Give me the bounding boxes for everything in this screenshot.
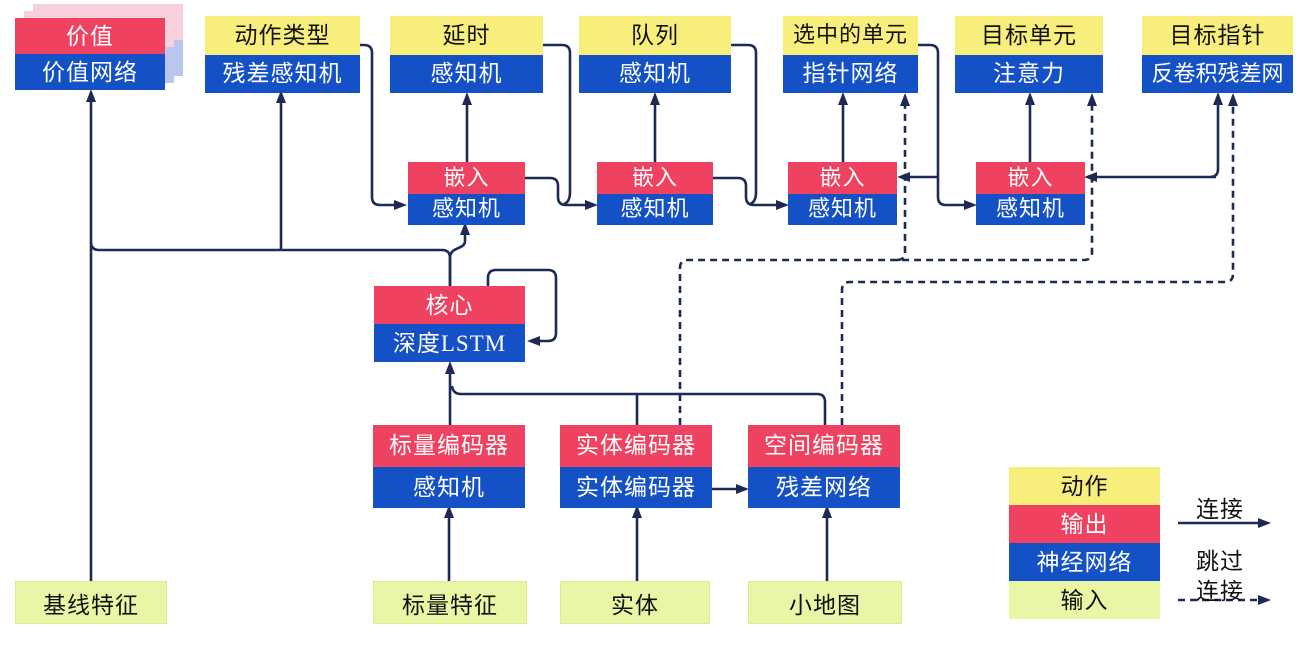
wire-delay-out [543, 43, 572, 206]
input-baseline-features: 基线特征 [15, 581, 167, 624]
wire-encoder-merge [450, 385, 827, 425]
target-unit-network-label: 注意力 [955, 54, 1103, 93]
queue-network-label: 感知机 [579, 54, 731, 93]
embedding-3-network-label: 感知机 [788, 193, 897, 225]
legend-network-label: 神经网络 [1009, 543, 1160, 581]
scalar-encoder-label: 标量编码器 [373, 425, 525, 467]
embedding-2-label: 嵌入 [597, 162, 713, 194]
spatial-encoder-box: 空间编码器 残差网络 [748, 425, 900, 508]
value-head-box: 价值 价值网络 [15, 18, 165, 90]
embedding-4-label: 嵌入 [976, 162, 1085, 194]
selected-units-head-box: 选中的单元 指针网络 [783, 16, 918, 93]
legend-solid-arrow-label: 连接 [1196, 497, 1244, 522]
embedding-1-network-label: 感知机 [408, 193, 525, 225]
delay-head-box: 延时 感知机 [390, 16, 543, 93]
legend-color-key: 动作 输出 神经网络 输入 [1009, 467, 1160, 619]
embedding-box-1: 嵌入 感知机 [408, 162, 525, 225]
core-box: 核心 深度LSTM [374, 286, 525, 362]
embedding-2-network-label: 感知机 [597, 193, 713, 225]
wire-core-to-embed1 [448, 222, 470, 286]
embedding-box-3: 嵌入 感知机 [788, 162, 897, 225]
selected-units-network-label: 指针网络 [783, 54, 918, 93]
wire-rail-to-targetpoint [1209, 92, 1223, 179]
core-label: 核心 [374, 286, 525, 324]
legend-output-label: 输出 [1009, 505, 1160, 543]
wire-embed1-to-embed2 [525, 176, 598, 210]
target-point-action-label: 目标指针 [1142, 16, 1293, 55]
scalar-encoder-network-label: 感知机 [373, 466, 525, 508]
input-entities: 实体 [560, 581, 710, 624]
wire-core-left-rail [89, 241, 452, 286]
spatial-encoder-label: 空间编码器 [748, 425, 900, 467]
input-minimap: 小地图 [748, 581, 902, 624]
spatial-encoder-network-label: 残差网络 [748, 466, 900, 508]
action-type-head-box: 动作类型 残差感知机 [205, 16, 360, 93]
queue-head-box: 队列 感知机 [579, 16, 731, 93]
target-point-network-label: 反卷积残差网 [1142, 54, 1293, 93]
target-unit-head-box: 目标单元 注意力 [955, 16, 1103, 93]
embedding-box-4: 嵌入 感知机 [976, 162, 1085, 225]
legend-action-label: 动作 [1009, 467, 1160, 505]
entity-encoder-box: 实体编码器 实体编码器 [560, 425, 712, 508]
value-head-output-label: 价值 [15, 18, 165, 54]
selected-units-action-label: 选中的单元 [783, 16, 918, 55]
scalar-encoder-box: 标量编码器 感知机 [373, 425, 525, 508]
wire-queue-out [731, 43, 758, 206]
delay-network-label: 感知机 [390, 54, 543, 93]
entity-encoder-label: 实体编码器 [560, 425, 712, 467]
embedding-1-label: 嵌入 [408, 162, 525, 194]
core-network-label: 深度LSTM [374, 324, 525, 362]
target-unit-action-label: 目标单元 [955, 16, 1103, 55]
embedding-3-label: 嵌入 [788, 162, 897, 194]
target-point-head-box: 目标指针 反卷积残差网 [1142, 16, 1293, 93]
legend-input-label: 输入 [1009, 581, 1160, 619]
legend-dashed-arrow-label-line2: 连接 [1196, 579, 1244, 604]
skip-entity-to-selected [896, 93, 910, 262]
embedding-box-2: 嵌入 感知机 [597, 162, 713, 225]
action-type-network-label: 残差感知机 [205, 54, 360, 93]
action-type-action-label: 动作类型 [205, 16, 360, 55]
queue-action-label: 队列 [579, 16, 731, 55]
value-head-network-label: 价值网络 [15, 54, 165, 90]
embedding-4-network-label: 感知机 [976, 193, 1085, 225]
delay-action-label: 延时 [390, 16, 543, 55]
skip-spatial-to-targetpoint [840, 93, 1238, 425]
legend-dashed-arrow-label-line1: 跳过 [1196, 549, 1244, 574]
entity-encoder-network-label: 实体编码器 [560, 466, 712, 508]
input-scalar-features: 标量特征 [373, 581, 527, 624]
skip-entity-rail [678, 93, 1097, 425]
wire-embed2-to-embed3 [713, 176, 789, 210]
